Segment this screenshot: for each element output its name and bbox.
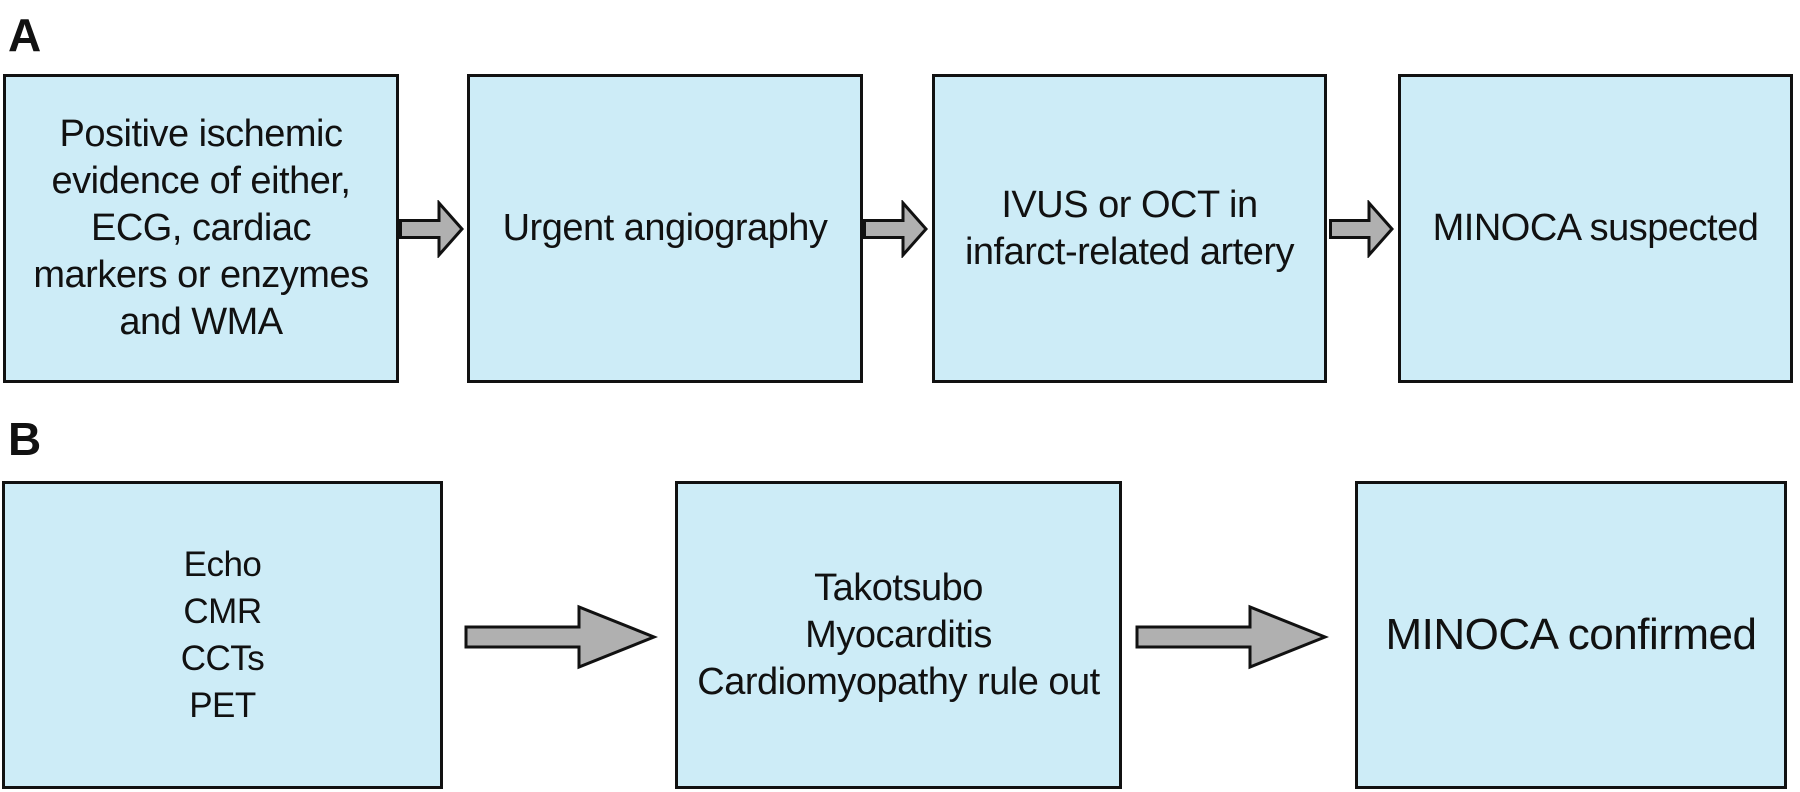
flow-arrow-icon: [464, 604, 658, 670]
box-rule-out: Takotsubo Myocarditis Cardiomyopathy rul…: [675, 481, 1122, 789]
flow-arrow-icon: [1329, 200, 1395, 258]
box-ivus-oct: IVUS or OCT in infarct-related artery: [932, 74, 1327, 383]
box-rule-out-text: Takotsubo Myocarditis Cardiomyopathy rul…: [697, 566, 1100, 703]
box-positive-ischemic-evidence-text: Positive ischemic evidence of either, EC…: [33, 113, 369, 343]
box-minoca-suspected-text: MINOCA suspected: [1432, 207, 1759, 249]
panel-a-label: A: [8, 9, 41, 61]
box-minoca-confirmed-text: MINOCA confirmed: [1385, 610, 1757, 659]
box-urgent-angiography: Urgent angiography: [467, 74, 863, 383]
box-positive-ischemic-evidence: Positive ischemic evidence of either, EC…: [3, 74, 399, 383]
box-minoca-suspected: MINOCA suspected: [1398, 74, 1793, 383]
box-imaging-modalities-text: Echo CMR CCTs PET: [180, 545, 265, 725]
flow-arrow-icon: [863, 200, 929, 258]
box-ivus-oct-text: IVUS or OCT in infarct-related artery: [964, 183, 1295, 273]
box-urgent-angiography-text: Urgent angiography: [502, 207, 828, 249]
box-minoca-confirmed: MINOCA confirmed: [1355, 481, 1787, 789]
panel-b-label: B: [8, 413, 41, 465]
flow-arrow-icon: [1135, 604, 1329, 670]
box-imaging-modalities: Echo CMR CCTs PET: [2, 481, 443, 789]
flow-arrow-icon: [399, 200, 465, 258]
